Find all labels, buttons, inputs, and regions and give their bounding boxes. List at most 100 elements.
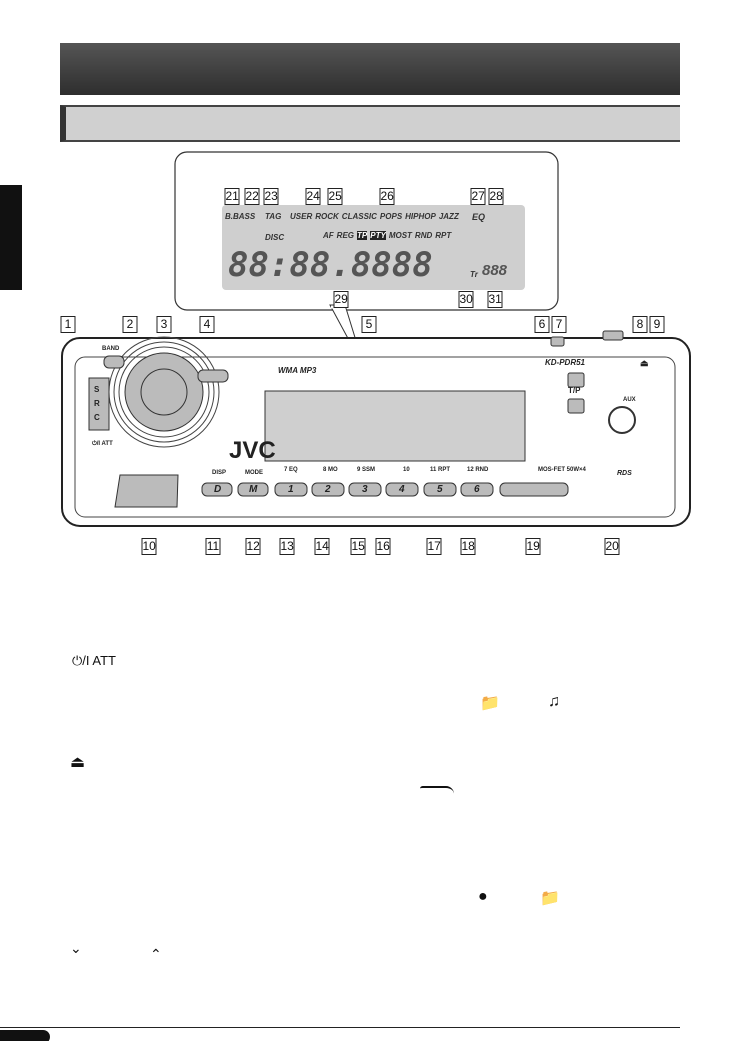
callout-25: 25 <box>327 188 343 205</box>
preset-1[interactable]: 1 <box>288 484 294 495</box>
power-att-label: ⏻/I ATT <box>92 441 113 447</box>
footer-rule <box>0 1027 680 1028</box>
detach-button[interactable] <box>114 474 179 508</box>
callout-22: 22 <box>244 188 260 205</box>
preset-top-10: 10 <box>403 467 410 473</box>
band-label: BAND <box>102 346 120 352</box>
callout-21: 21 <box>224 188 240 205</box>
callout-5: 5 <box>361 316 377 333</box>
lcd-main-segments: 88:88.8888 <box>228 245 433 285</box>
ind-rpt: RPT <box>435 231 452 240</box>
eq-rock: ROCK <box>315 212 339 221</box>
power-att-icon: ⏻/I ATT <box>72 653 116 668</box>
preset-top-12: 12 RND <box>467 467 489 473</box>
callout-15: 15 <box>350 538 366 555</box>
d-key: D <box>214 484 222 495</box>
lcd-panel <box>222 205 525 290</box>
sel-button[interactable] <box>197 369 229 383</box>
chevron-down-icon: ⌄ <box>70 940 82 956</box>
lcd-disc: DISC <box>265 233 285 242</box>
src-button[interactable] <box>88 377 110 431</box>
preset-2[interactable]: 2 <box>325 484 331 495</box>
callout-7: 7 <box>551 316 567 333</box>
ind-rnd: RND <box>414 231 433 240</box>
folder-icon: 📁 <box>540 890 560 907</box>
callout-19: 19 <box>525 538 541 555</box>
disc-icon: ● <box>478 888 488 905</box>
aux-label: AUX <box>623 397 636 403</box>
disp-button[interactable] <box>201 482 233 497</box>
preset-top-11: 11 RPT <box>430 467 451 473</box>
lcd-track: 888 <box>482 262 508 279</box>
eject-icon: ⏏ <box>70 754 86 771</box>
formats-label: WMA MP3 <box>278 366 317 375</box>
lcd-tag: TAG <box>265 212 282 221</box>
volume-dial[interactable] <box>124 352 204 432</box>
subsection-header-bar <box>60 105 680 142</box>
music-note-icon: ♫ <box>548 693 560 710</box>
model-label: KD-PDR51 <box>545 358 586 367</box>
callout-1: 1 <box>60 316 76 333</box>
eject-button[interactable] <box>602 330 624 341</box>
preset-top-9: 9 SSM <box>357 467 376 473</box>
callout-20: 20 <box>604 538 620 555</box>
mode-button[interactable] <box>237 482 269 497</box>
tp-button[interactable] <box>550 336 565 347</box>
callout-23: 23 <box>263 188 279 205</box>
lcd-eq: EQ <box>472 212 486 222</box>
eq-classic: CLASSIC <box>341 212 377 221</box>
callout-29: 29 <box>333 291 349 308</box>
preset-3[interactable]: 3 <box>362 484 368 495</box>
preset-4[interactable]: 4 <box>399 484 405 495</box>
disp-label: DISP <box>212 470 227 476</box>
callout-27: 27 <box>470 188 486 205</box>
ind-pty: PTY <box>370 231 386 240</box>
callout-17: 17 <box>426 538 442 555</box>
callout-4: 4 <box>199 316 215 333</box>
eq-pops: POPS <box>379 212 403 221</box>
callout-26: 26 <box>379 188 395 205</box>
callout-3: 3 <box>156 316 172 333</box>
mode-label: MODE <box>245 470 263 476</box>
eq-hiphop: HIPHOP <box>405 212 436 221</box>
skip-buttons[interactable] <box>499 482 569 497</box>
callout-31: 31 <box>487 291 503 308</box>
up-button[interactable] <box>567 372 585 388</box>
aux-jack[interactable] <box>608 406 636 434</box>
callout-6: 6 <box>534 316 550 333</box>
ind-reg: REG <box>336 231 355 240</box>
button-shape-icon <box>420 786 454 794</box>
band-button[interactable] <box>103 355 125 369</box>
folder-icon: 📁 <box>480 695 500 712</box>
callout-30: 30 <box>458 291 474 308</box>
callout-11: 11 <box>205 538 221 555</box>
callout-10: 10 <box>141 538 157 555</box>
preset-5[interactable]: 5 <box>437 484 443 495</box>
callout-24: 24 <box>305 188 321 205</box>
preset-6[interactable]: 6 <box>474 484 480 495</box>
rds-logo: RDS <box>617 470 632 477</box>
callout-14: 14 <box>314 538 330 555</box>
callout-8: 8 <box>632 316 648 333</box>
eject-icon: ⏏ <box>640 358 649 368</box>
src-label: S R C <box>94 385 100 422</box>
tp-label: T/P <box>568 386 581 395</box>
down-button[interactable] <box>567 398 585 414</box>
lcd-tr: Tr <box>470 270 478 279</box>
chevron-up-icon: ⌃ <box>150 946 162 962</box>
callout-2: 2 <box>122 316 138 333</box>
lcd-bass: B.BASS <box>225 212 256 221</box>
callout-13: 13 <box>279 538 295 555</box>
page-number-tab <box>0 1030 50 1041</box>
callout-18: 18 <box>460 538 476 555</box>
display-window <box>264 390 526 462</box>
preset-top-7: 7 EQ <box>284 467 298 473</box>
eq-user: USER <box>290 212 313 221</box>
callout-16: 16 <box>375 538 391 555</box>
callout-9: 9 <box>649 316 665 333</box>
ind-most: MOST <box>388 231 412 240</box>
ind-tp: TP <box>357 231 368 240</box>
